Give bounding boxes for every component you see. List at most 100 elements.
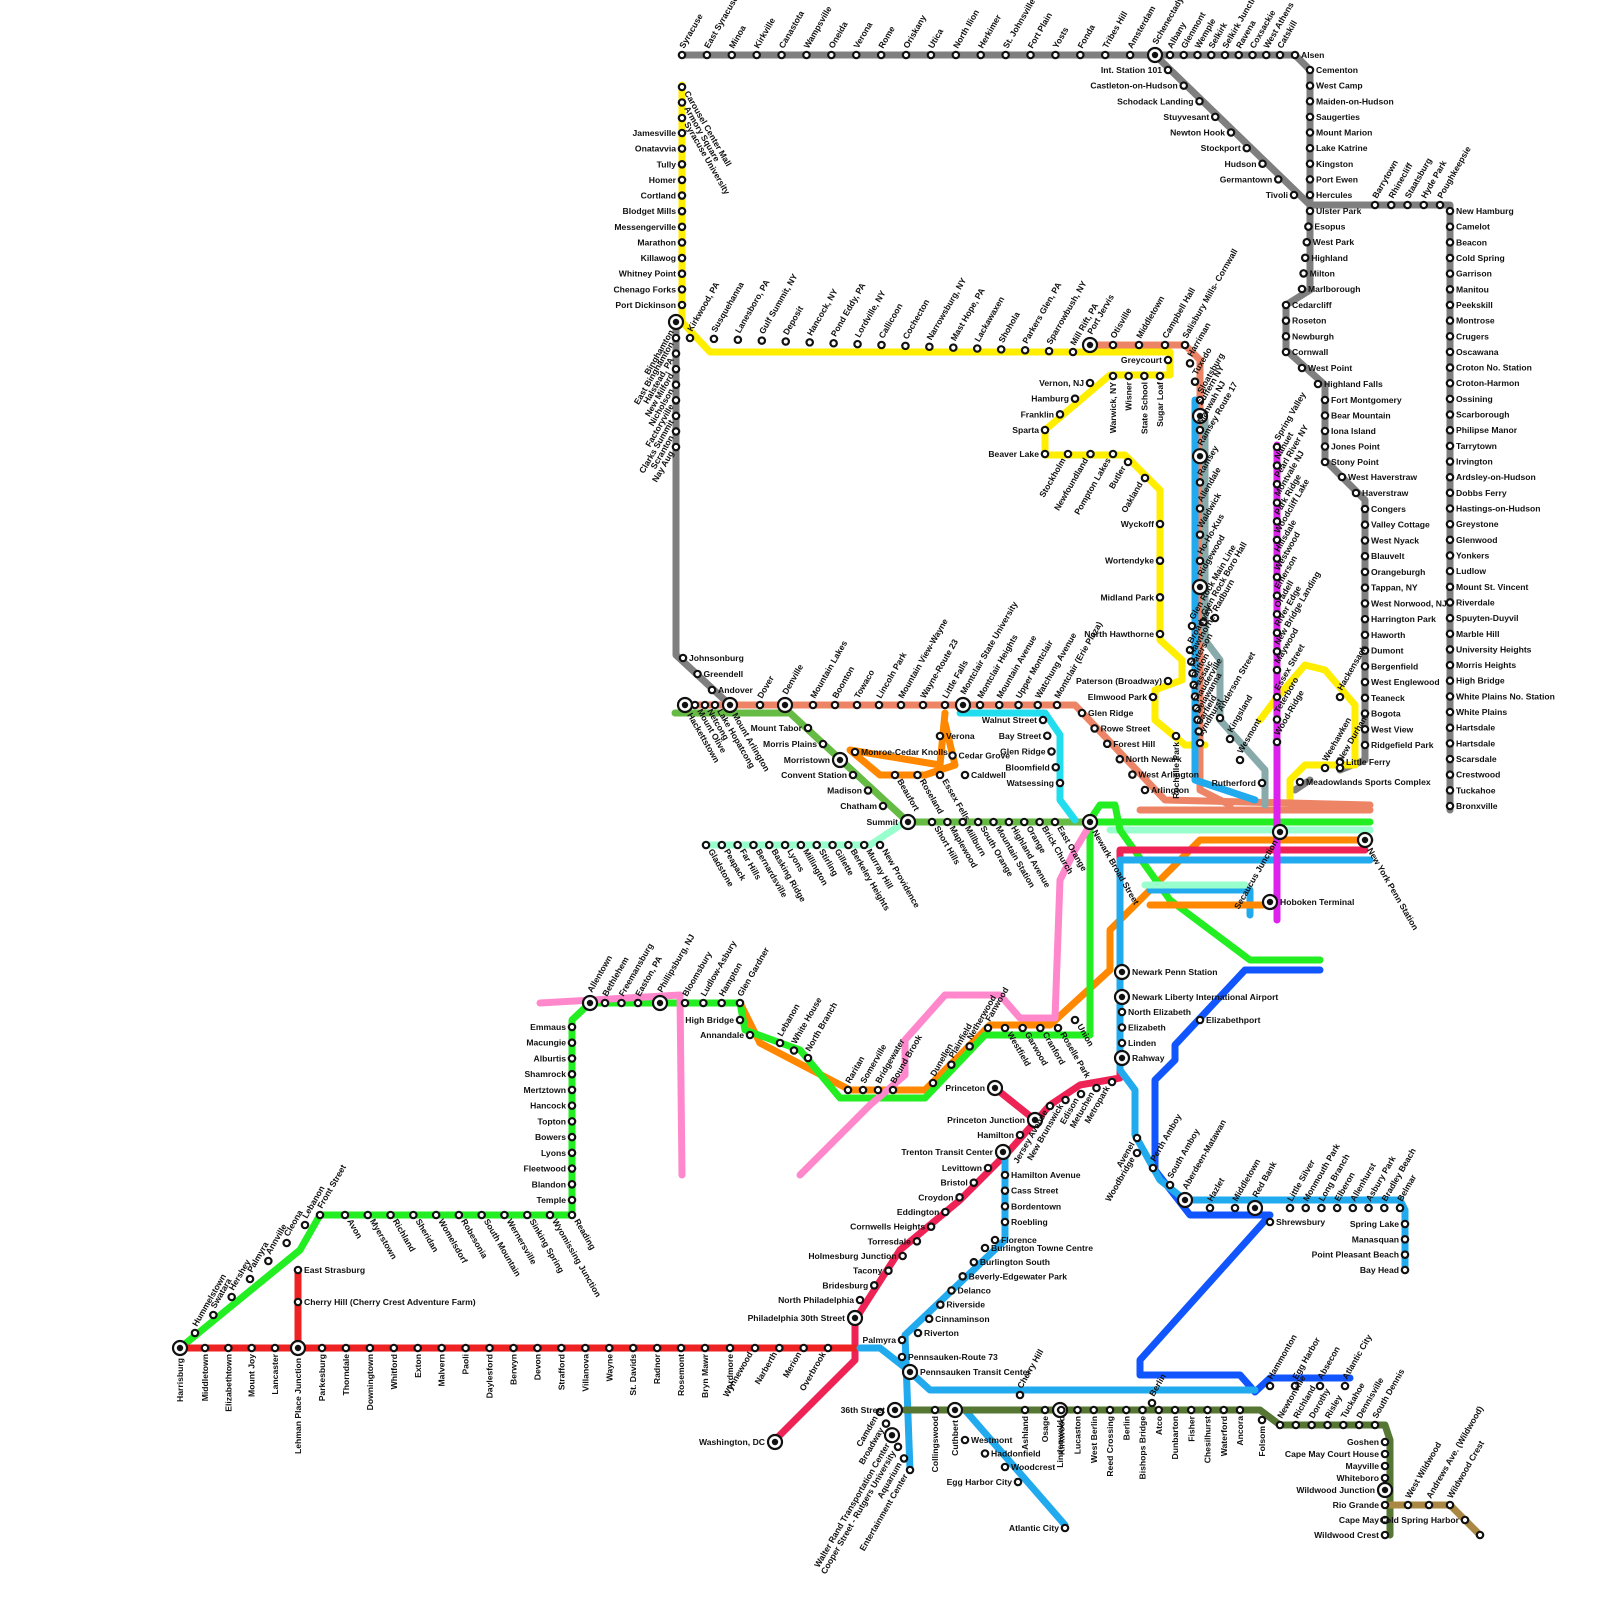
station-marker[interactable] (1002, 1464, 1008, 1470)
station-marker[interactable] (1142, 475, 1148, 481)
station-marker[interactable] (283, 1240, 289, 1246)
station-marker[interactable] (569, 1055, 575, 1061)
station-marker[interactable] (1187, 360, 1193, 366)
station-marker[interactable] (1150, 694, 1156, 700)
station-marker[interactable] (1447, 427, 1453, 433)
station-marker[interactable] (558, 1345, 564, 1351)
station-marker[interactable] (387, 1212, 393, 1218)
station-marker[interactable] (673, 366, 679, 372)
station-marker[interactable] (602, 1000, 608, 1006)
station-marker[interactable] (1232, 1205, 1238, 1211)
station-marker[interactable] (709, 687, 715, 693)
station-marker[interactable] (582, 1345, 588, 1351)
station-marker[interactable] (902, 343, 908, 349)
station-marker[interactable] (711, 336, 717, 342)
station-marker[interactable] (892, 772, 898, 778)
station-marker[interactable] (1372, 202, 1378, 208)
station-marker[interactable] (930, 1080, 936, 1086)
station-marker[interactable] (1381, 1205, 1387, 1211)
station-marker[interactable] (854, 341, 860, 347)
station-marker[interactable] (895, 1444, 901, 1450)
station-marker[interactable] (1447, 584, 1453, 590)
station-marker[interactable] (673, 444, 679, 450)
station-marker[interactable] (1303, 1205, 1309, 1211)
station-marker[interactable] (1447, 270, 1453, 276)
station-marker[interactable] (1065, 451, 1071, 457)
station-marker[interactable] (718, 1000, 724, 1006)
station-marker[interactable] (998, 346, 1004, 352)
station-marker[interactable] (1304, 239, 1310, 245)
station-marker[interactable] (1322, 428, 1328, 434)
station-marker[interactable] (1222, 52, 1228, 58)
station-marker[interactable] (1322, 443, 1328, 449)
station-marker[interactable] (1157, 557, 1163, 563)
station-marker[interactable] (1125, 373, 1131, 379)
station-marker[interactable] (569, 1102, 575, 1108)
station-marker[interactable] (415, 1345, 421, 1351)
station-marker[interactable] (982, 1245, 988, 1251)
station-marker[interactable] (880, 803, 886, 809)
station-marker[interactable] (1447, 458, 1453, 464)
station-marker[interactable] (618, 1000, 624, 1006)
station-marker[interactable] (829, 842, 835, 848)
station-marker[interactable] (977, 702, 983, 708)
station-marker[interactable] (1054, 702, 1060, 708)
station-marker[interactable] (702, 1345, 708, 1351)
station-marker[interactable] (1107, 1407, 1113, 1413)
station-marker[interactable] (1228, 129, 1234, 135)
station-marker[interactable] (1447, 803, 1453, 809)
station-marker[interactable] (367, 1345, 373, 1351)
station-marker[interactable] (1072, 395, 1078, 401)
station-marker[interactable] (805, 1055, 811, 1061)
station-marker[interactable] (1274, 739, 1280, 745)
station-marker[interactable] (1136, 342, 1142, 348)
station-marker[interactable] (501, 1212, 507, 1218)
station-marker[interactable] (926, 1316, 932, 1322)
station-marker[interactable] (1002, 1172, 1008, 1178)
station-marker[interactable] (319, 1345, 325, 1351)
station-marker[interactable] (1110, 451, 1116, 457)
station-marker[interactable] (1110, 373, 1116, 379)
station-marker[interactable] (679, 271, 685, 277)
station-marker[interactable] (852, 749, 858, 755)
station-marker[interactable] (1318, 1205, 1324, 1211)
station-marker[interactable] (853, 52, 859, 58)
station-marker[interactable] (1057, 411, 1063, 417)
station-marker[interactable] (1077, 52, 1083, 58)
station-marker[interactable] (1426, 1502, 1432, 1508)
station-marker[interactable] (343, 1345, 349, 1351)
station-marker[interactable] (1119, 1040, 1125, 1046)
station-marker[interactable] (1157, 521, 1163, 527)
station-marker[interactable] (673, 413, 679, 419)
station-marker[interactable] (759, 337, 765, 343)
station-marker[interactable] (679, 84, 685, 90)
station-marker[interactable] (1102, 52, 1108, 58)
station-marker[interactable] (1447, 615, 1453, 621)
station-marker[interactable] (1134, 1150, 1140, 1156)
station-marker[interactable] (845, 842, 851, 848)
station-marker[interactable] (1308, 1422, 1314, 1428)
station-marker[interactable] (1002, 1219, 1008, 1225)
station-marker[interactable] (704, 52, 710, 58)
station-marker[interactable] (878, 342, 884, 348)
station-marker[interactable] (1356, 1422, 1362, 1428)
station-marker[interactable] (694, 671, 700, 677)
station-marker[interactable] (1382, 1502, 1388, 1508)
station-marker[interactable] (1388, 202, 1394, 208)
station-marker[interactable] (985, 1165, 991, 1171)
station-marker[interactable] (433, 1212, 439, 1218)
station-marker[interactable] (1192, 378, 1198, 384)
station-marker[interactable] (1447, 505, 1453, 511)
station-marker[interactable] (735, 337, 741, 343)
station-marker[interactable] (1305, 223, 1311, 229)
station-marker[interactable] (1397, 1205, 1403, 1211)
station-marker[interactable] (1365, 1205, 1371, 1211)
station-marker[interactable] (1259, 780, 1265, 786)
station-marker[interactable] (1447, 568, 1453, 574)
station-marker[interactable] (679, 145, 685, 151)
station-marker[interactable] (1165, 67, 1171, 73)
station-marker[interactable] (1263, 52, 1269, 58)
station-marker[interactable] (800, 1345, 806, 1351)
station-marker[interactable] (1362, 600, 1368, 606)
station-marker[interactable] (1362, 537, 1368, 543)
